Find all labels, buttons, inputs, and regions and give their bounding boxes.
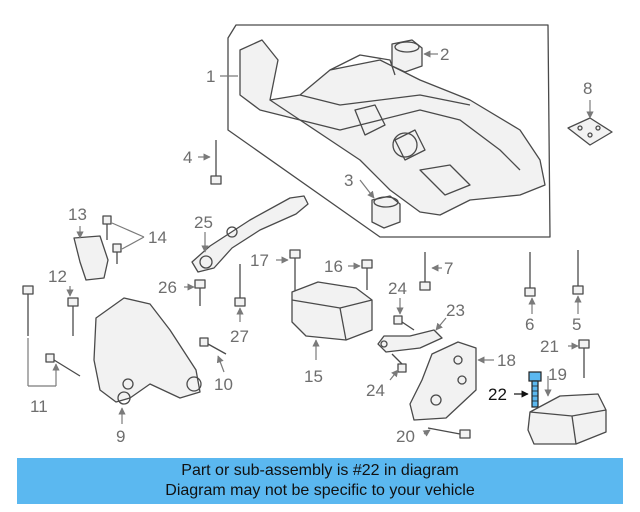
label-25: 25 <box>194 213 213 232</box>
part-22-bolt[interactable] <box>528 371 542 408</box>
label-22: 22 <box>488 385 507 404</box>
label-16: 16 <box>324 257 343 276</box>
label-26: 26 <box>158 278 177 297</box>
part-13-bracket <box>73 235 109 281</box>
label-19: 19 <box>548 365 567 384</box>
part-16-bolt <box>361 259 373 290</box>
part-23-link <box>377 329 443 353</box>
part-18-bracket <box>409 341 477 421</box>
banner-line-1: Part or sub-assembly is #22 in diagram <box>181 462 459 479</box>
label-3: 3 <box>344 171 353 190</box>
subframe-assembly <box>227 24 551 238</box>
banner-line-2: Diagram may not be specific to your vehi… <box>165 482 475 499</box>
part-14-bolts <box>102 215 122 264</box>
label-5: 5 <box>572 315 581 334</box>
label-4: 4 <box>183 148 192 167</box>
part-12-bolt <box>67 297 79 336</box>
part-9-bracket <box>93 297 202 405</box>
leader-lines <box>27 50 594 437</box>
label-15: 15 <box>304 367 323 386</box>
label-24-lower: 24 <box>366 381 385 400</box>
label-12: 12 <box>48 267 67 286</box>
part-6-bolt <box>524 252 536 297</box>
label-14: 14 <box>148 228 167 247</box>
label-21: 21 <box>540 337 559 356</box>
parts-diagram: 1 2 3 4 5 6 7 8 9 10 11 12 13 14 15 16 1… <box>22 24 613 446</box>
label-7: 7 <box>444 259 453 278</box>
part-21-bolt <box>578 339 590 378</box>
label-11: 11 <box>30 397 48 416</box>
callout-labels: 1 2 3 4 5 6 7 8 9 10 11 12 13 14 15 16 1… <box>30 45 592 446</box>
label-6: 6 <box>525 315 534 334</box>
part-3-bushing <box>371 195 401 229</box>
label-2: 2 <box>440 45 449 64</box>
part-15-mount <box>291 281 373 341</box>
part-10-bolt <box>199 337 227 355</box>
label-24-upper: 24 <box>388 279 407 298</box>
part-19-mount <box>527 393 607 445</box>
label-9: 9 <box>116 427 125 446</box>
part-25-torque-rod <box>191 195 309 273</box>
label-20: 20 <box>396 427 415 446</box>
label-13: 13 <box>68 205 87 224</box>
part-8-plate <box>567 117 613 146</box>
part-17-bolt <box>289 249 301 292</box>
label-10: 10 <box>214 375 233 394</box>
part-24-bolts <box>391 315 415 373</box>
part-20-bolt <box>427 427 471 439</box>
part-27-bolt <box>234 264 246 307</box>
label-18: 18 <box>497 351 516 370</box>
part-11-bolts <box>22 285 81 377</box>
part-26-bolt <box>194 279 206 306</box>
part-7-bolt <box>419 252 431 291</box>
label-17: 17 <box>250 251 269 270</box>
part-2-bushing <box>391 39 423 73</box>
label-27: 27 <box>230 327 249 346</box>
part-5-bolt <box>572 250 584 295</box>
label-23: 23 <box>446 301 465 320</box>
part-4-bolt <box>210 140 222 185</box>
info-banner: Part or sub-assembly is #22 in diagram D… <box>17 458 623 504</box>
label-1: 1 <box>206 67 215 86</box>
label-8: 8 <box>583 79 592 98</box>
